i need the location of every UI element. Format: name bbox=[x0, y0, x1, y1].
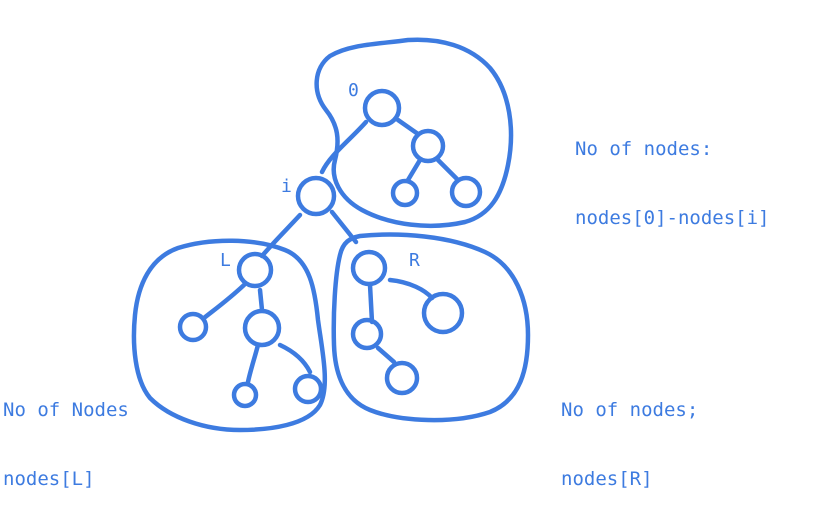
node-R-leaf bbox=[384, 360, 420, 396]
node-leaf-a bbox=[390, 178, 420, 208]
edge-R-to-big bbox=[387, 277, 435, 301]
node-R bbox=[350, 249, 388, 287]
edge-L-to-leftleaf bbox=[201, 282, 247, 321]
node-label-R: R bbox=[409, 250, 420, 271]
edge-root-to-i bbox=[319, 119, 369, 175]
edge-mid-to-leaf-right bbox=[277, 342, 313, 375]
node-L-leaf-c bbox=[231, 381, 259, 409]
right-subtree-outline bbox=[331, 232, 531, 423]
node-L-mid bbox=[242, 308, 282, 348]
right-count-annotation: No of nodes; nodes[R] bbox=[561, 353, 698, 514]
node-L-left-leaf bbox=[177, 311, 209, 343]
node-L bbox=[236, 251, 274, 289]
edge-node-to-child-right bbox=[435, 157, 461, 183]
left-count-annotation: No of Nodes nodes[L] bbox=[3, 353, 129, 514]
node-root bbox=[362, 88, 402, 128]
edge-R-to-child bbox=[367, 282, 375, 325]
edge-mid-to-leaf-left bbox=[245, 342, 261, 385]
node-label-root: 0 bbox=[348, 80, 359, 101]
edge-root-to-right-child bbox=[395, 117, 421, 137]
edge-i-to-L bbox=[259, 212, 303, 259]
top-annotation-line2: nodes[0]-nodes[i] bbox=[575, 207, 770, 229]
right-annotation-line1: No of nodes; bbox=[561, 399, 699, 421]
tree-diagram: 0 i L R bbox=[131, 37, 531, 433]
edge-child-to-leaf bbox=[375, 345, 397, 365]
edge-i-to-R bbox=[329, 209, 359, 245]
node-L-leaf-d bbox=[292, 373, 324, 405]
node-i bbox=[295, 175, 337, 217]
top-count-annotation: No of nodes: nodes[0]-nodes[i] bbox=[575, 92, 769, 253]
node-label-L: L bbox=[220, 250, 231, 271]
left-annotation-line2: nodes[L] bbox=[3, 468, 95, 490]
node-R-big-child bbox=[421, 291, 465, 335]
left-subtree-outline bbox=[131, 238, 328, 433]
edge-node-to-child-left bbox=[405, 157, 423, 183]
right-annotation-line2: nodes[R] bbox=[561, 468, 653, 490]
node-label-i: i bbox=[281, 176, 292, 197]
node-leaf-b bbox=[449, 175, 483, 209]
edge-L-to-mid bbox=[257, 287, 265, 313]
node-R-child bbox=[350, 317, 384, 351]
node-root-right-child bbox=[410, 128, 446, 164]
top-annotation-line1: No of nodes: bbox=[575, 138, 713, 160]
root-subtree-outline bbox=[314, 37, 514, 228]
left-annotation-line1: No of Nodes bbox=[3, 399, 129, 421]
